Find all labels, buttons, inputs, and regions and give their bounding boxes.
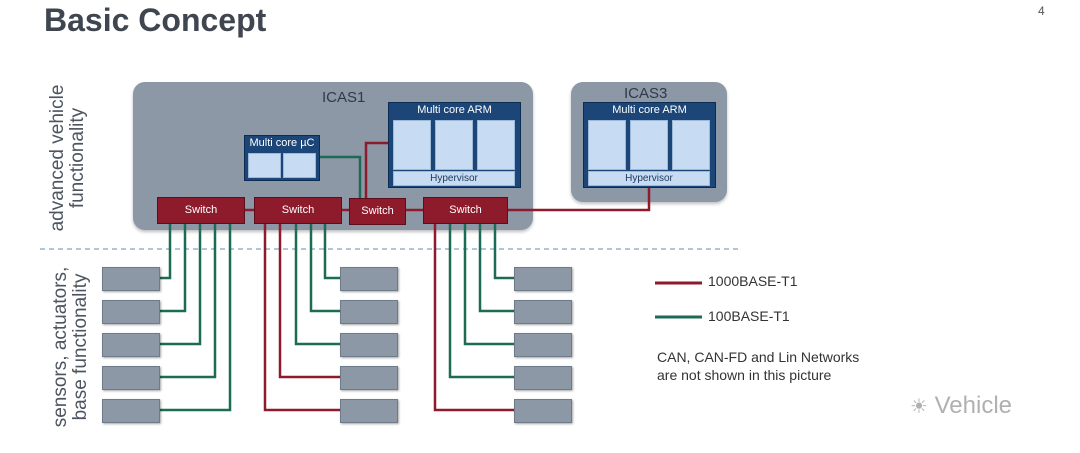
link-uc-switch3 [318,155,362,198]
device [102,300,160,324]
legend-label-1000base: 1000BASE-T1 [708,273,798,289]
watermark: ☀ Vehicle [910,392,1012,420]
device [102,267,160,291]
switch-2: Switch [254,197,342,224]
icas3-arm-title: Multi core ARM [612,104,687,116]
icas1-label: ICAS1 [322,89,366,106]
icas1-uc-title: Multi core µC [249,137,315,149]
icas3-arm-core-1 [588,120,626,170]
device [102,366,160,390]
watermark-text: Vehicle [934,392,1012,419]
note-line-2: are not shown in this picture [657,367,832,383]
switch4-links [433,223,514,412]
device [514,399,572,423]
icas3-arm-core-3 [672,120,710,170]
device [340,366,398,390]
device [340,399,398,423]
device [514,366,572,390]
device [340,267,398,291]
device [340,333,398,357]
note-text: CAN, CAN-FD and Lin Networks are not sho… [657,348,859,384]
device [514,300,572,324]
icas1-arm-core-3 [477,120,515,170]
note-line-1: CAN, CAN-FD and Lin Networks [657,349,860,365]
switch2-links [263,223,340,412]
legend-label-100base: 100BASE-T1 [708,308,790,324]
device [514,267,572,291]
icas3-arm-core-2 [630,120,668,170]
icas1-arm-core-1 [393,120,431,170]
link-switch3-arm [364,141,388,198]
icas1-uc-block: Multi core µC [244,135,320,181]
switch1-links [158,223,232,412]
icas3-label: ICAS3 [624,85,668,102]
device [514,333,572,357]
device [340,300,398,324]
icas3-hypervisor: Hypervisor [588,171,710,186]
link-switch4-icas3 [506,185,651,212]
page-title: Basic Concept [44,2,267,38]
icas3-arm-block: Multi core ARM Hypervisor [583,102,716,188]
icas1-hypervisor: Hypervisor [393,171,515,186]
switch-4: Switch [423,197,508,224]
icas1-arm-title: Multi core ARM [417,104,492,116]
icas1-uc-core-2 [283,153,316,178]
switch-3: Switch [349,198,406,225]
icas1-arm-core-2 [435,120,473,170]
device [102,333,160,357]
icas1-uc-core-1 [248,153,281,178]
icas1-arm-block: Multi core ARM Hypervisor [388,102,521,188]
wechat-icon: ☀ [910,396,928,418]
device [102,399,160,423]
switch-1: Switch [157,197,245,224]
page-number: 4 [1038,4,1045,18]
